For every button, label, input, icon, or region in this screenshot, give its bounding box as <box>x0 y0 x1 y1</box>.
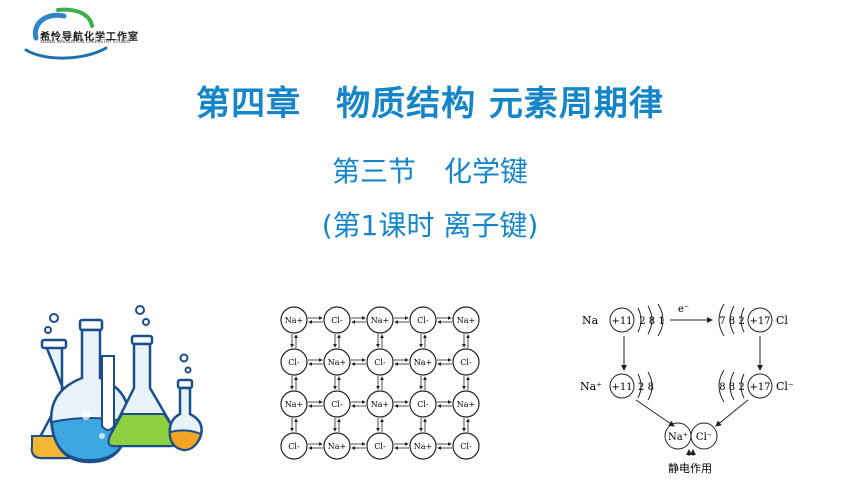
lesson-title: (第1课时 离子键) <box>321 209 539 242</box>
studio-logo <box>6 4 126 60</box>
lattice-ion <box>366 390 394 418</box>
electron-label: e⁻ <box>678 304 689 315</box>
lattice-ion <box>409 348 437 376</box>
chapter-title: 第四章 物质结构 元素周期律 <box>196 84 664 124</box>
lattice-ion-label: Cl- <box>331 400 343 409</box>
lattice-ion-label: Cl- <box>374 442 386 451</box>
lattice-ion-label: Cl- <box>460 358 472 367</box>
lattice-ion-label: Cl- <box>417 316 429 325</box>
lattice-ion <box>366 348 394 376</box>
nacl-lattice-diagram: Na+ Cl- Na+ Cl- Na+ Cl- Na+ Cl- Na+ Cl- Na+ Cl- Na+ C… <box>274 298 486 466</box>
lattice-ion <box>409 306 437 334</box>
lattice-ion <box>323 390 351 418</box>
lattice-ion-label: Na+ <box>457 316 475 325</box>
lattice-ion-label: Cl- <box>374 358 386 367</box>
na-ion-label: Na⁺ <box>580 380 602 393</box>
ionic-bond-formation-diagram: Na +11 2 8 1 e⁻ 7 8 2 +17 Cl Na⁺ +11 2 8… <box>576 290 806 480</box>
na-nucleus: +11 <box>611 316 632 327</box>
lattice-ion-label: Na+ <box>285 400 303 409</box>
lattice-ion <box>409 432 437 460</box>
lattice-ion-label: Cl- <box>460 442 472 451</box>
lattice-svg: Na+ Cl- Na+ Cl- Na+ Cl- Na+ Cl- Na+ Cl- Na+ Cl- Na+ C… <box>280 306 480 460</box>
lab-flasks-illustration <box>10 296 230 476</box>
lattice-ion-label: Na+ <box>371 316 389 325</box>
pair-na-label: Na⁺ <box>668 432 688 443</box>
cl-atom-label: Cl <box>776 314 788 327</box>
lattice-ion-label: Na+ <box>285 316 303 325</box>
logo-name-en: XILING NAVIGATION CHEMISTRY STUDIO <box>40 40 131 45</box>
lattice-ion <box>366 306 394 334</box>
lattice-ion-label: Na+ <box>414 442 432 451</box>
na-ion-shells: 2 8 <box>638 382 654 393</box>
lattice-ion <box>323 432 351 460</box>
na-ion-nucleus: +11 <box>611 382 632 393</box>
lattice-ion-label: Cl- <box>331 316 343 325</box>
lattice-ion <box>452 390 480 418</box>
na-shells: 2 8 1 <box>639 316 664 327</box>
lattice-ion-label: Cl- <box>288 442 300 451</box>
lattice-ion <box>280 306 308 334</box>
lattice-ion-label: Cl- <box>417 400 429 409</box>
logo-swoosh-icon <box>24 7 108 60</box>
lattice-ion <box>280 348 308 376</box>
lattice-ion-label: Na+ <box>457 400 475 409</box>
lattice-ion <box>280 390 308 418</box>
flasks-icon <box>30 305 203 464</box>
lattice-ion <box>452 432 480 460</box>
lattice-ion-label: Na+ <box>414 358 432 367</box>
electron-transfer-svg: Na +11 2 8 1 e⁻ 7 8 2 +17 Cl Na⁺ +11 2 8… <box>580 303 794 475</box>
electrostatic-caption: 静电作用 <box>668 461 712 475</box>
lattice-ion <box>323 306 351 334</box>
na-atom-label: Na <box>582 314 599 327</box>
cl-ion-shells: 8 8 2 <box>719 382 744 393</box>
logo-name-cn: 希怜导航化学工作室 <box>40 32 139 43</box>
cl-nucleus: +17 <box>749 316 770 327</box>
cl-shells: 7 8 2 <box>719 316 744 327</box>
lattice-ion-label: Na+ <box>328 442 346 451</box>
lattice-ion <box>452 306 480 334</box>
lattice-ion <box>366 432 394 460</box>
lattice-ion <box>323 348 351 376</box>
lattice-ion <box>280 432 308 460</box>
lattice-ion-label: Na+ <box>371 400 389 409</box>
cl-ion-label: Cl⁻ <box>776 380 794 393</box>
lattice-ion-label: Cl- <box>288 358 300 367</box>
lattice-ion <box>409 390 437 418</box>
lattice-ion <box>452 348 480 376</box>
pair-cl-label: Cl⁻ <box>696 432 712 443</box>
lattice-ion-label: Na+ <box>328 358 346 367</box>
cl-ion-nucleus: +17 <box>749 382 770 393</box>
section-title: 第三节 化学键 <box>331 155 528 188</box>
